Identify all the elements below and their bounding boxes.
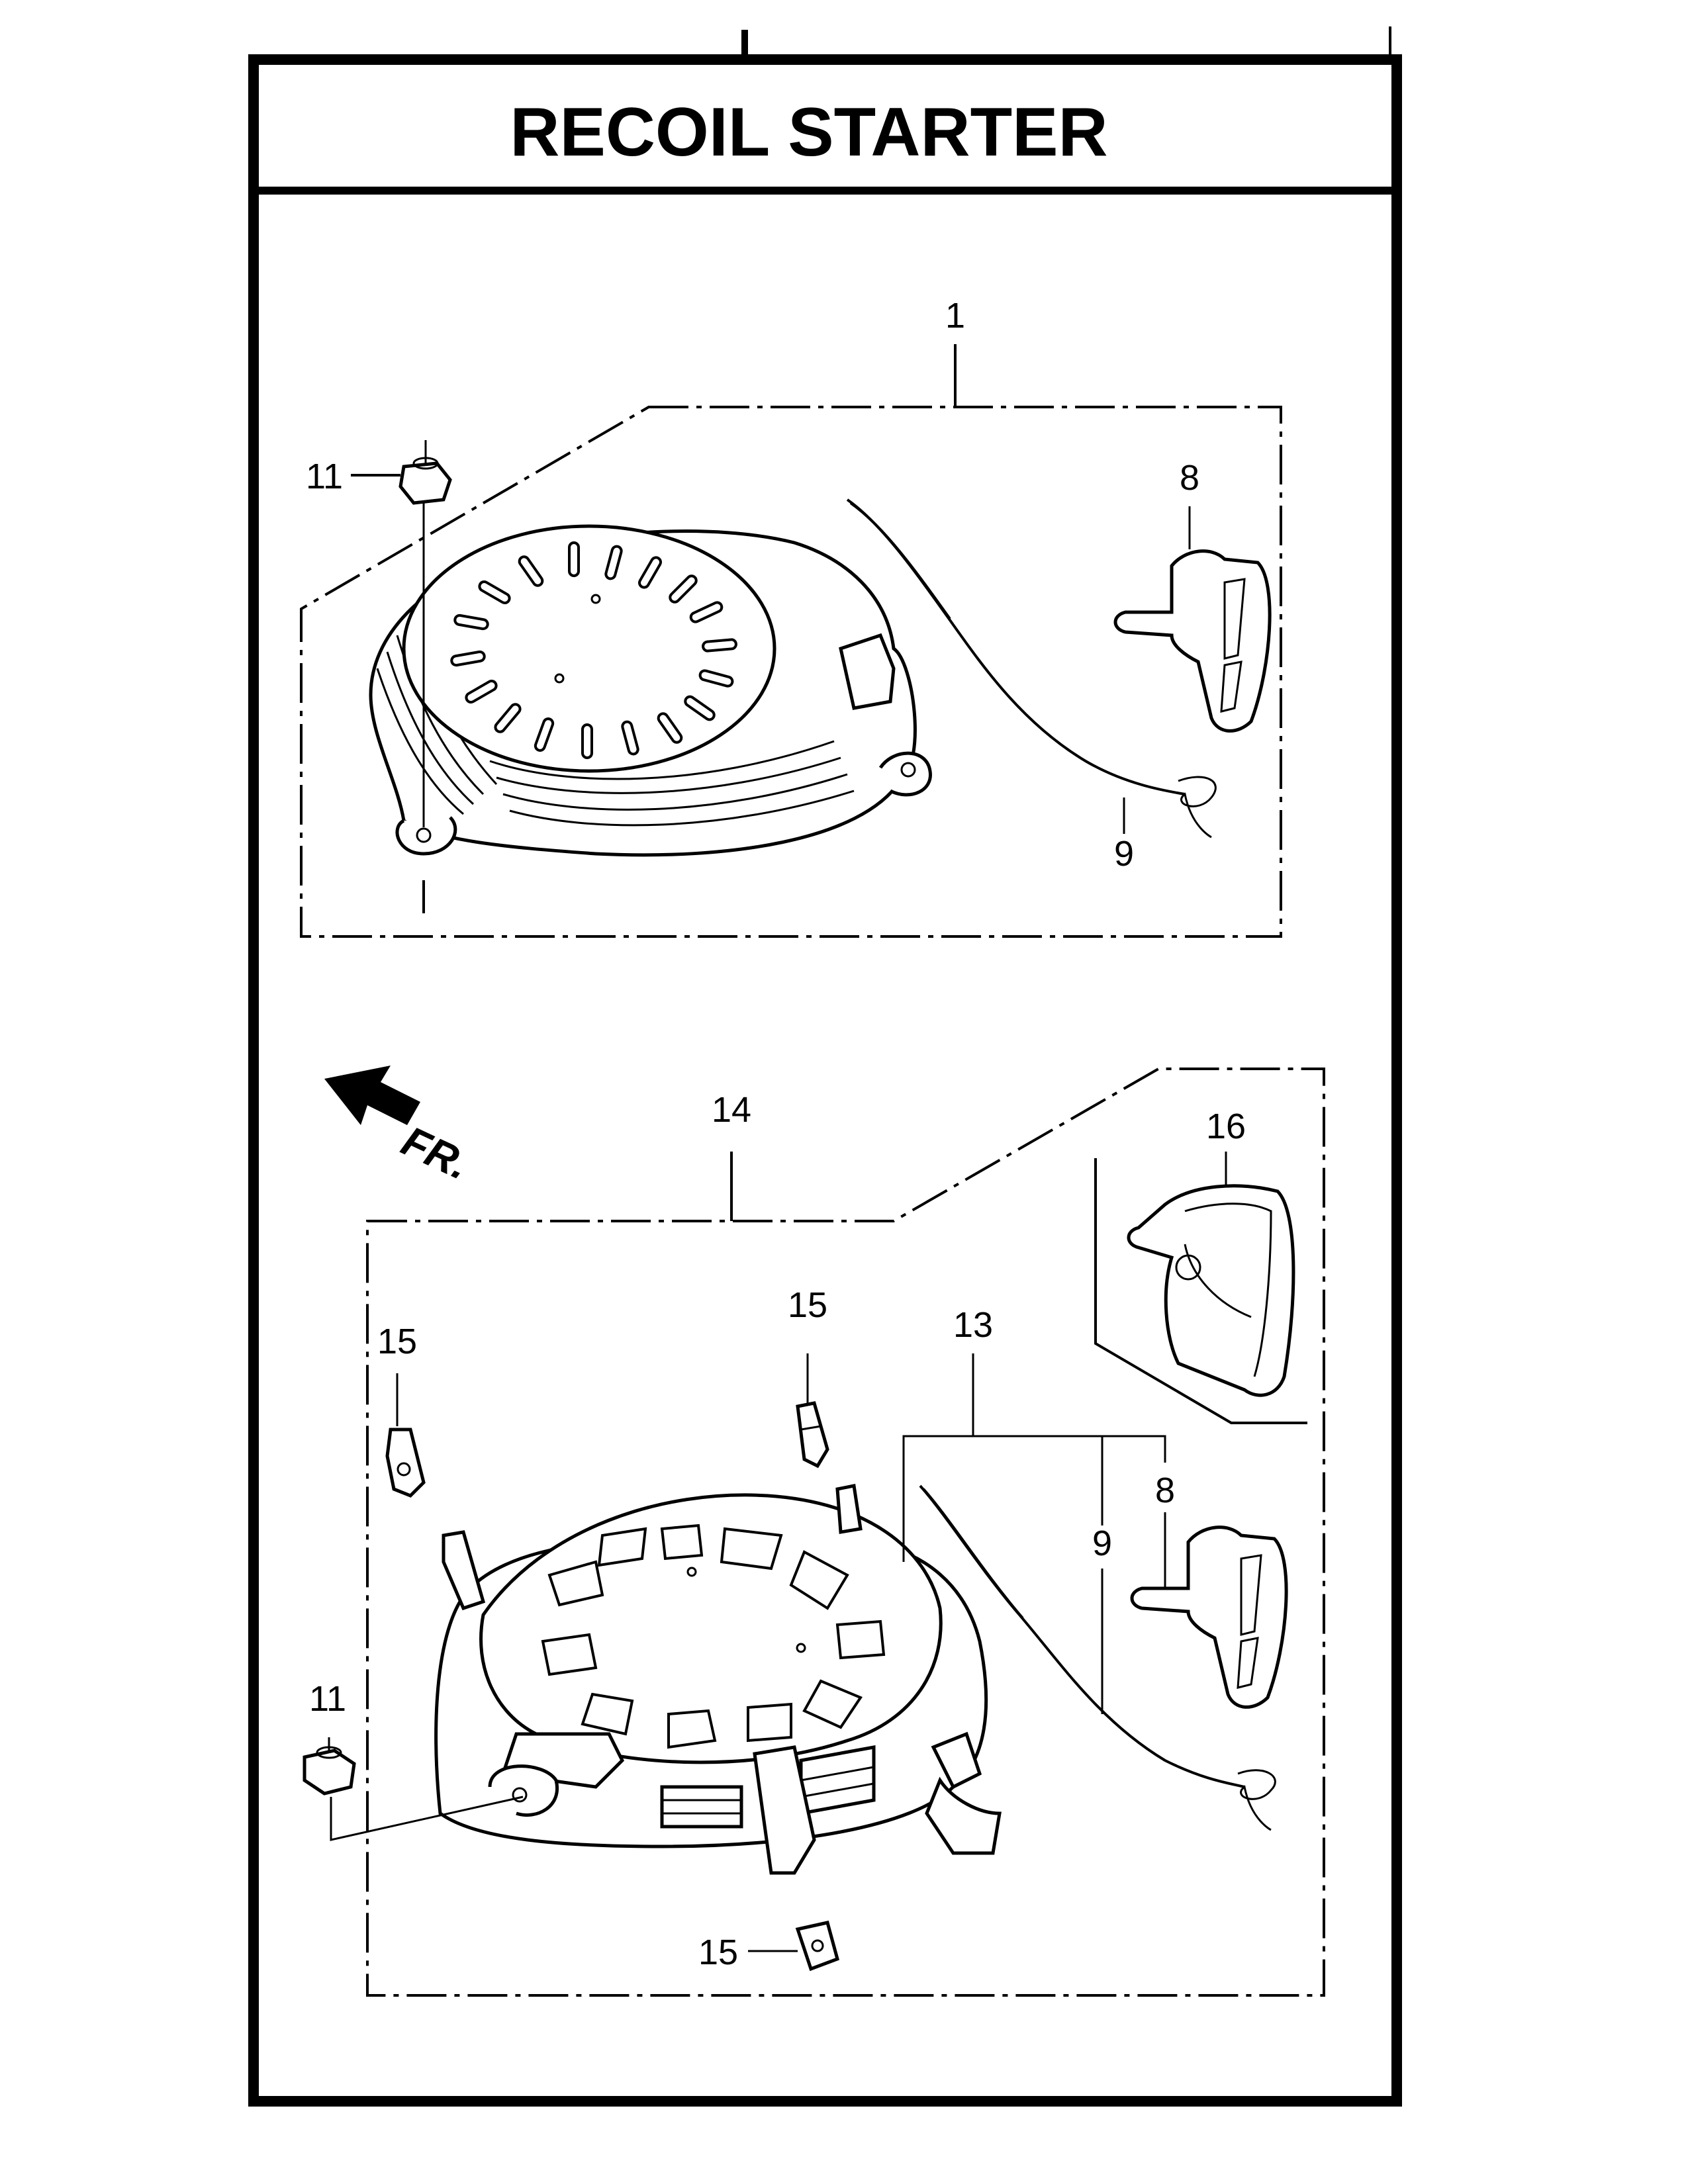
starter-grip-alt-icon	[1127, 1184, 1295, 1397]
rope-guide-clip-icon	[385, 1428, 426, 1498]
callout-bottom-nut: 11	[309, 1679, 346, 1719]
starter-grip-icon	[1130, 1525, 1288, 1709]
starter-grip-icon	[1113, 549, 1272, 733]
callout-bottom-assembly: 14	[712, 1090, 751, 1130]
callout-top-rope: 9	[1114, 834, 1134, 874]
callout-bottom-grip: 8	[1155, 1471, 1175, 1510]
hex-nut-icon	[303, 1737, 356, 1796]
callout-clip-left: 15	[377, 1322, 417, 1361]
bottom-assembly-group: 14 16	[303, 1068, 1325, 1997]
direction-label: FR.	[395, 1116, 477, 1189]
rope-guide-clip-icon	[796, 1401, 829, 1469]
starter-rope-icon	[846, 498, 1217, 839]
grip-inset-group: 16	[1094, 1107, 1307, 1424]
arrow-front-icon: FR.	[324, 1066, 477, 1189]
callout-clip-bottom: 15	[698, 1933, 738, 1972]
top-assembly-group: 1	[300, 296, 1282, 938]
callout-clip-center: 15	[788, 1285, 827, 1325]
top-assembly-boundary	[300, 406, 1282, 938]
callout-top-grip: 8	[1180, 458, 1199, 498]
callout-bottom-grip-alt: 16	[1206, 1107, 1246, 1146]
recoil-starter-housing-icon	[434, 1484, 1002, 1875]
callout-top-assembly: 1	[945, 296, 965, 336]
bottom-assembly-boundary	[366, 1068, 1325, 1997]
hex-nut-icon	[399, 440, 452, 505]
page-title: RECOIL STARTER	[510, 94, 1107, 171]
callout-bottom-set: 13	[953, 1305, 993, 1345]
housing-vents	[450, 541, 737, 759]
starter-rope-icon	[919, 1484, 1276, 1831]
frame-border	[248, 54, 1402, 2107]
recoil-starter-housing-icon	[369, 524, 932, 857]
page-frame	[248, 26, 1402, 2107]
callout-bottom-rope: 9	[1092, 1524, 1112, 1563]
callout-top-nut: 11	[306, 457, 343, 496]
rope-guide-clip-icon	[795, 1921, 840, 1972]
